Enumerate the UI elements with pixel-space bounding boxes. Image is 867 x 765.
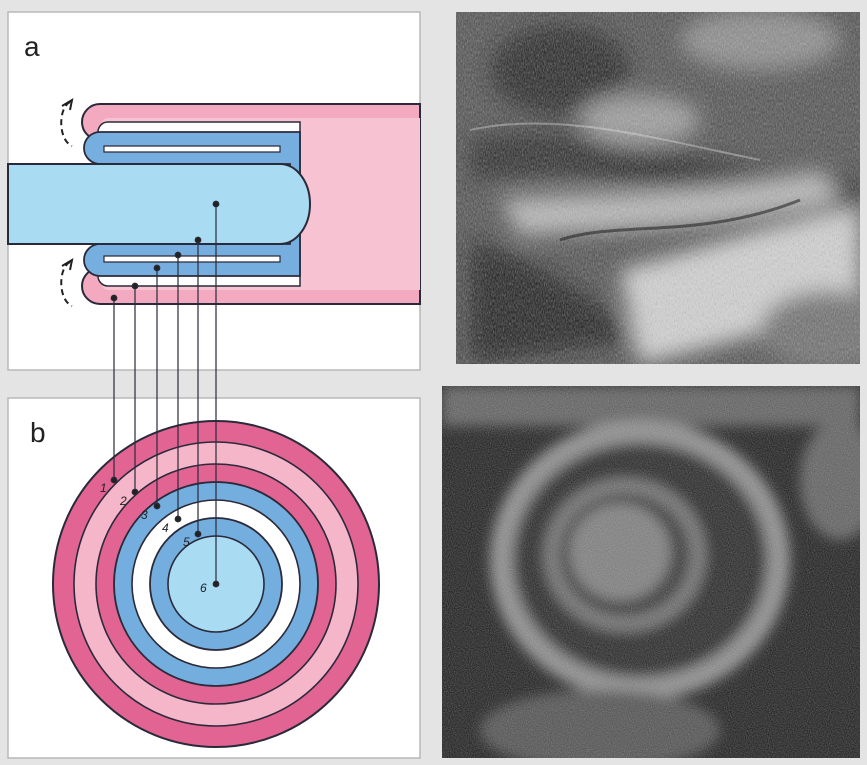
layer-label-1: 1 <box>100 481 107 495</box>
layer-label-4: 4 <box>162 521 169 535</box>
ultrasound-longitudinal-image <box>456 10 867 370</box>
layer-label-5: 5 <box>183 535 190 549</box>
panel-b-letter: b <box>30 417 46 448</box>
panel-a-letter: a <box>24 31 40 62</box>
panel-b-diagram: b <box>8 398 420 758</box>
layer-label-3: 3 <box>141 508 148 522</box>
layer-label-6: 6 <box>200 581 207 595</box>
ultrasound-cross-section-image <box>442 386 867 765</box>
layer-label-2: 2 <box>119 494 127 508</box>
panel-a-diagram: a <box>8 12 420 370</box>
